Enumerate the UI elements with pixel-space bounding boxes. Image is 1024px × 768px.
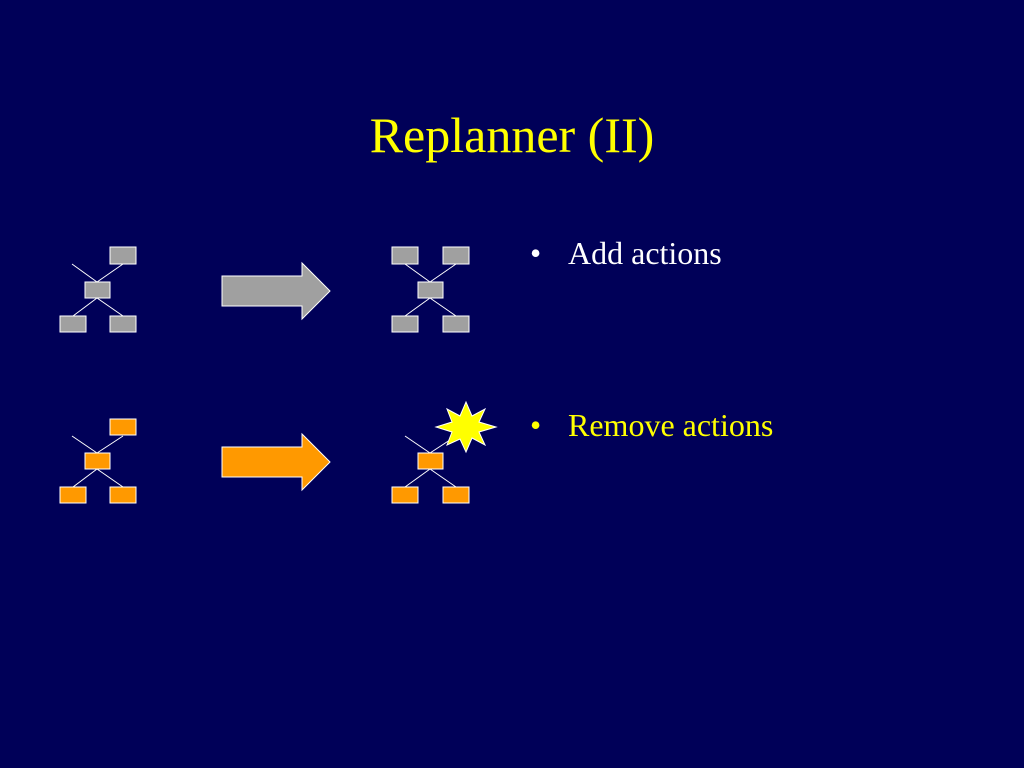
plan-node [442, 486, 470, 504]
plan-node [442, 315, 470, 333]
slide-title: Replanner (II) [369, 107, 655, 163]
plan-node [109, 246, 137, 265]
bullet-remove-actions: • Remove actions [530, 405, 773, 445]
orange-transition-arrow [221, 432, 331, 492]
gray-transition-arrow [221, 261, 331, 321]
orange-plan-tree-after [391, 400, 498, 504]
plan-node [417, 281, 444, 299]
gray-plan-tree-before [59, 246, 137, 333]
plan-node [109, 486, 137, 504]
plan-node [442, 246, 470, 265]
bullet-marker: • [530, 235, 542, 271]
bullet-add-actions-text: Add actions [568, 235, 722, 271]
plan-node [391, 315, 419, 333]
plan-node [109, 418, 137, 436]
plan-node [59, 315, 87, 333]
plan-node [84, 281, 111, 299]
bullet-add-actions: • Add actions [530, 233, 722, 273]
plan-node [84, 452, 111, 470]
gray-plan-tree-after [391, 246, 470, 333]
plan-node [417, 452, 444, 470]
plan-node [109, 315, 137, 333]
orange-plan-tree-before [59, 418, 137, 504]
added-plan-node [391, 246, 419, 265]
plan-node [391, 486, 419, 504]
bullet-remove-actions-text: Remove actions [568, 407, 774, 443]
plan-node [59, 486, 87, 504]
bullet-marker: • [530, 407, 542, 443]
starburst-icon [434, 400, 498, 454]
